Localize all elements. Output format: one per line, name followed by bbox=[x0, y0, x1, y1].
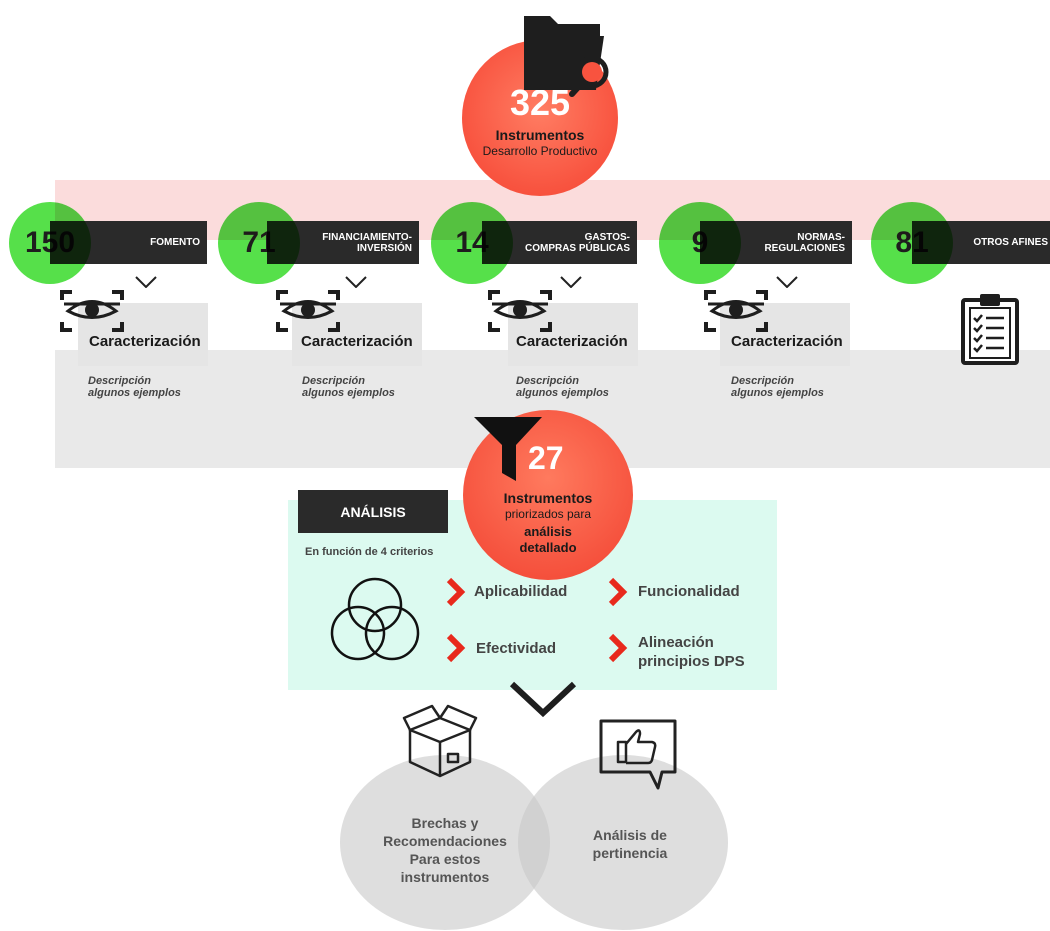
eye-scan-icon bbox=[276, 290, 340, 332]
characterization-box bbox=[508, 303, 638, 366]
outcome-line: instrumentos bbox=[400, 869, 490, 885]
criterion-efectividad: Efectividad bbox=[476, 640, 557, 657]
category-label-2: COMPRAS PÚBLICAS bbox=[524, 242, 630, 254]
characterization-title: Caracterización bbox=[731, 333, 843, 350]
outcome-line: Para estos bbox=[409, 851, 481, 867]
characterization-title: Caracterización bbox=[89, 333, 201, 350]
prioritized-circle: 27 Instrumentos priorizados para análisi… bbox=[463, 410, 633, 580]
category-count-circle: 14 bbox=[431, 202, 513, 284]
arrow-right-icon bbox=[608, 577, 628, 607]
criterion-line: principios DPS bbox=[638, 653, 745, 670]
category-label: FINANCIAMIENTO- bbox=[322, 231, 412, 243]
arrow-right-icon bbox=[608, 633, 628, 663]
category-label: OTROS AFINES bbox=[973, 237, 1048, 248]
outcome-pertinencia-text: Análisis de pertinencia bbox=[570, 826, 690, 862]
eye-scan-icon bbox=[488, 290, 552, 332]
outcome-line: pertinencia bbox=[592, 845, 668, 861]
desc-line: algunos ejemplos bbox=[516, 387, 609, 399]
chevron-down-icon bbox=[776, 276, 798, 288]
desc-line: Descripción bbox=[88, 375, 151, 387]
chevron-down-icon bbox=[135, 276, 157, 288]
box-icon bbox=[402, 704, 478, 778]
clipboard-checklist-icon bbox=[961, 294, 1019, 365]
prioritized-label: Instrumentos bbox=[503, 490, 593, 506]
desc-line: Descripción bbox=[302, 375, 365, 387]
prioritized-sublabel: priorizados para bbox=[504, 507, 592, 521]
outcome-line: Análisis de bbox=[593, 827, 667, 843]
criterion-funcionalidad: Funcionalidad bbox=[638, 583, 740, 600]
category-count-circle: 71 bbox=[218, 202, 300, 284]
filter-funnel-icon bbox=[474, 417, 542, 481]
chevron-down-icon bbox=[560, 276, 582, 288]
arrow-right-icon bbox=[446, 577, 466, 607]
category-count-circle: 9 bbox=[659, 202, 741, 284]
chevron-down-large-icon bbox=[509, 681, 577, 718]
desc-line: algunos ejemplos bbox=[731, 387, 824, 399]
desc-line: algunos ejemplos bbox=[88, 387, 181, 399]
thumbs-up-speech-icon bbox=[599, 719, 677, 790]
desc-line: Descripción bbox=[731, 375, 794, 387]
category-label-2: INVERSIÓN bbox=[356, 242, 412, 254]
prioritized-count: 27 bbox=[528, 440, 564, 476]
arrow-right-icon bbox=[446, 633, 466, 663]
analysis-label: ANÁLISIS bbox=[298, 490, 448, 533]
outcome-brechas-text: Brechas y Recomendaciones Para estos ins… bbox=[365, 814, 525, 886]
category-label-2: REGULACIONES bbox=[764, 242, 845, 254]
outcome-ellipse-brechas bbox=[340, 755, 550, 930]
desc-line: algunos ejemplos bbox=[302, 387, 395, 399]
chevron-down-icon bbox=[345, 276, 367, 288]
venn-diagram-icon bbox=[330, 577, 420, 661]
criterion-alineacion: Alineación principios DPS bbox=[638, 633, 745, 671]
characterization-box bbox=[78, 303, 208, 366]
criterion-line: Alineación bbox=[638, 634, 714, 651]
outcome-line: Recomendaciones bbox=[383, 833, 507, 849]
category-label: NORMAS- bbox=[797, 231, 845, 243]
characterization-title: Caracterización bbox=[301, 333, 413, 350]
criterion-aplicabilidad: Aplicabilidad bbox=[474, 583, 568, 600]
category-count-circle: 150 bbox=[9, 202, 91, 284]
prioritized-detail-line: detallado bbox=[519, 540, 577, 555]
outcome-line: Brechas y bbox=[411, 815, 479, 831]
outcome-ellipse-pertinencia bbox=[518, 755, 728, 930]
eye-scan-icon bbox=[704, 290, 768, 332]
desc-line: Descripción bbox=[516, 375, 579, 387]
characterization-title: Caracterización bbox=[516, 333, 628, 350]
category-count-circle: 81 bbox=[871, 202, 953, 284]
total-sublabel: Desarrollo Productivo bbox=[482, 144, 598, 158]
eye-scan-icon bbox=[60, 290, 124, 332]
total-label: Instrumentos bbox=[495, 127, 585, 143]
prioritized-detail-line: análisis bbox=[524, 524, 572, 539]
folder-search-icon bbox=[524, 16, 609, 97]
category-label: FOMENTO bbox=[150, 237, 200, 248]
criteria-caption: En función de 4 criterios bbox=[305, 546, 434, 558]
category-label: GASTOS- bbox=[584, 231, 630, 243]
